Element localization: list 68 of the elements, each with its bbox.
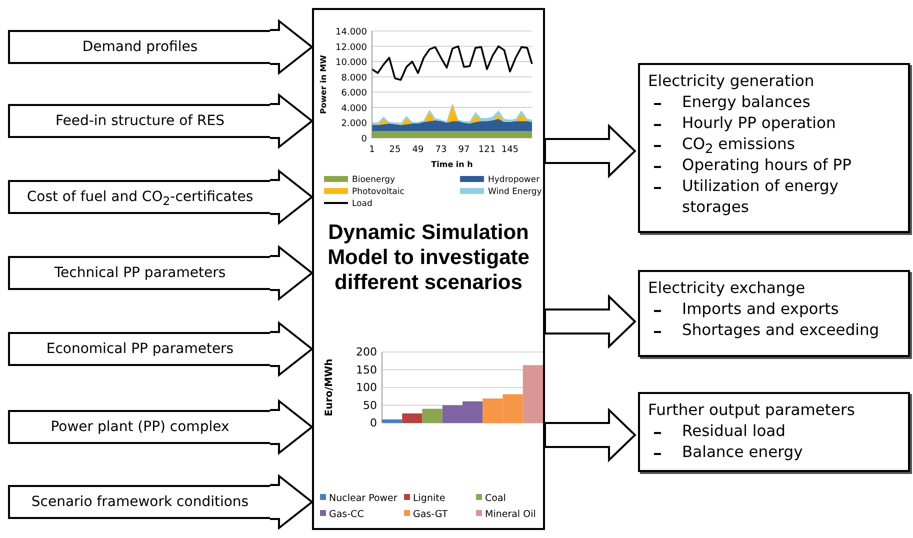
block-arrow bbox=[269, 18, 314, 76]
tick-label: 50 bbox=[363, 398, 377, 412]
tick-label: 25 bbox=[389, 145, 401, 155]
tick-label: 14.000 bbox=[336, 28, 367, 38]
list-item: Balance energy bbox=[648, 442, 900, 463]
list-item: Residual load bbox=[648, 421, 900, 442]
axis-title: Euro/MWh bbox=[324, 358, 335, 416]
tick-label: 0 bbox=[361, 134, 367, 144]
legend-label: Mineral Oil bbox=[485, 509, 536, 520]
legend-label: Coal bbox=[485, 493, 506, 504]
model-title: Dynamic Simulation Model to investigate different scenarios bbox=[326, 220, 530, 295]
tick-label: 1 bbox=[369, 145, 375, 155]
tick-label: 150 bbox=[356, 363, 377, 376]
tick-label: 8.000 bbox=[341, 73, 367, 84]
box-heading: Electricity generation bbox=[648, 71, 816, 92]
tick-label: 100 bbox=[356, 381, 377, 394]
block-arrow bbox=[544, 294, 636, 349]
output-box bbox=[638, 392, 910, 472]
axis-title: Power in MW bbox=[319, 55, 328, 114]
tick-label: 121 bbox=[478, 145, 496, 155]
tick-label: 49 bbox=[412, 145, 424, 155]
list-item: Operating hours of PP bbox=[648, 155, 900, 176]
block-arrow bbox=[269, 474, 314, 530]
legend-label: Wind Energy bbox=[488, 187, 542, 197]
tick-label: 2.000 bbox=[341, 119, 367, 130]
box-heading: Electricity exchange bbox=[648, 278, 806, 299]
block-arrow bbox=[269, 244, 314, 302]
list-item: Shortages and exceeding bbox=[648, 320, 900, 341]
tick-label: 97 bbox=[458, 145, 470, 155]
tick-label: 145 bbox=[501, 145, 519, 155]
block-arrow bbox=[269, 168, 314, 226]
legend-label: Gas-GT bbox=[413, 509, 448, 520]
input-label: Cost of fuel and CO$_{2}$-certificates bbox=[26, 189, 254, 205]
tick-label: 6.000 bbox=[341, 88, 367, 99]
block-arrow bbox=[544, 124, 636, 178]
output-box bbox=[638, 270, 910, 357]
output-box bbox=[638, 63, 910, 233]
block-arrow bbox=[269, 398, 314, 456]
list-item: Utilization of energy storages bbox=[648, 176, 900, 218]
legend-label: Bioenergy bbox=[352, 175, 396, 185]
input-label: Technical PP parameters bbox=[54, 265, 226, 281]
input-label: Power plant (PP) complex bbox=[50, 419, 230, 435]
legend-label: Nuclear Power bbox=[329, 493, 398, 504]
block-arrow bbox=[544, 408, 636, 462]
tick-label: 4.000 bbox=[341, 104, 367, 114]
tick-label: 10.000 bbox=[336, 58, 367, 68]
block-arrow bbox=[269, 92, 314, 150]
list-item: CO$_{2}$ emissions bbox=[648, 134, 900, 155]
model-box bbox=[312, 8, 545, 530]
tick-label: 200 bbox=[356, 346, 377, 358]
legend-label: Photovoltaic bbox=[352, 187, 404, 197]
input-label: Demand profiles bbox=[82, 39, 198, 55]
list-item: Hourly PP operation bbox=[648, 113, 900, 134]
legend-label: Load bbox=[352, 199, 372, 209]
legend-label: Gas-CC bbox=[329, 509, 364, 520]
input-label: Scenario framework conditions bbox=[31, 494, 249, 510]
axis-title: Time in h bbox=[431, 160, 473, 169]
tick-label: 12.000 bbox=[336, 42, 367, 53]
list-item: Imports and exports bbox=[648, 299, 900, 320]
tick-label: 0 bbox=[370, 416, 377, 430]
legend-label: Hydropower bbox=[488, 175, 540, 185]
input-label: Feed-in structure of RES bbox=[55, 113, 225, 129]
tick-label: 73 bbox=[435, 145, 447, 155]
box-heading: Further output parameters bbox=[648, 400, 856, 421]
input-label: Economical PP parameters bbox=[46, 341, 234, 357]
legend-label: Lignite bbox=[413, 493, 446, 504]
list-item: Energy balances bbox=[648, 92, 900, 113]
block-arrow bbox=[269, 320, 314, 378]
